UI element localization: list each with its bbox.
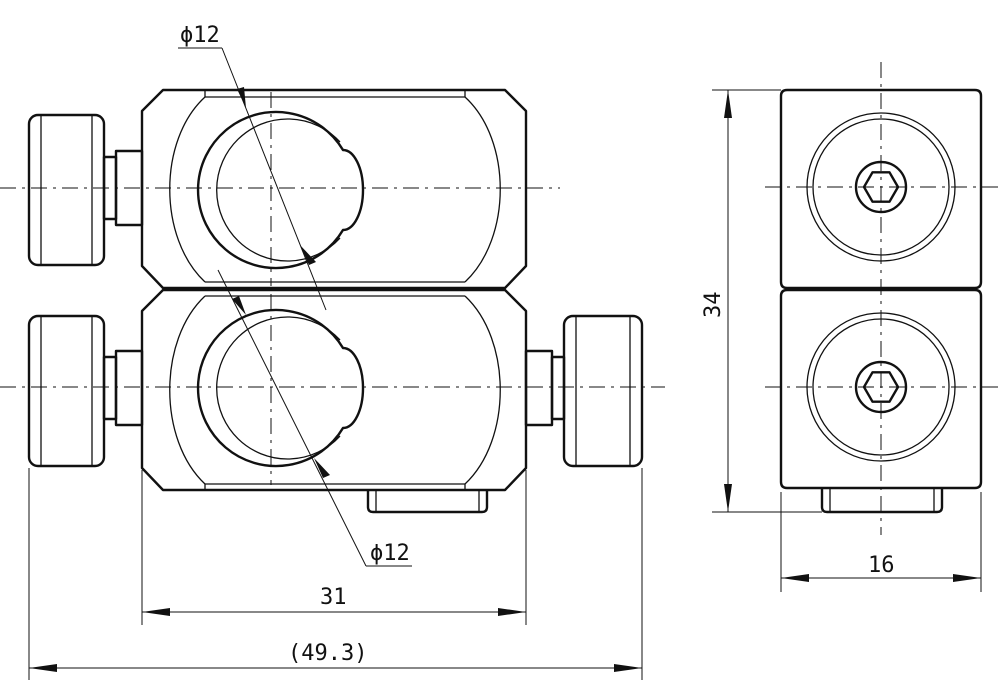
height-dimension: 34 xyxy=(701,89,822,513)
overall-width-label: (49.3) xyxy=(288,641,367,666)
lower-bore-diameter-label: ϕ12 xyxy=(370,541,410,566)
overall-width-dimension: (49.3) xyxy=(28,468,643,680)
lower-clamp-block xyxy=(140,288,528,492)
body-width-label: 31 xyxy=(320,585,347,610)
upper-bore-diameter-dimension: ϕ12 xyxy=(178,23,327,311)
front-view: ϕ12 ϕ12 31 (49.3) xyxy=(0,23,665,680)
bottom-tab xyxy=(366,490,489,514)
height-label: 34 xyxy=(701,292,726,319)
side-bottom-tab xyxy=(820,488,944,514)
body-width-dimension: 31 xyxy=(141,470,527,625)
lower-right-knob xyxy=(524,314,644,468)
upper-left-knob xyxy=(27,113,144,267)
upper-bore-diameter-label: ϕ12 xyxy=(180,23,220,48)
side-view: 34 16 xyxy=(701,62,998,592)
lower-bore xyxy=(196,308,365,468)
upper-clamp-block xyxy=(140,88,528,290)
side-width-label: 16 xyxy=(868,553,895,578)
side-width-dimension: 16 xyxy=(780,492,982,592)
upper-bore xyxy=(196,110,365,270)
lower-left-knob xyxy=(27,314,144,468)
lower-bore-diameter-dimension: ϕ12 xyxy=(217,269,412,567)
